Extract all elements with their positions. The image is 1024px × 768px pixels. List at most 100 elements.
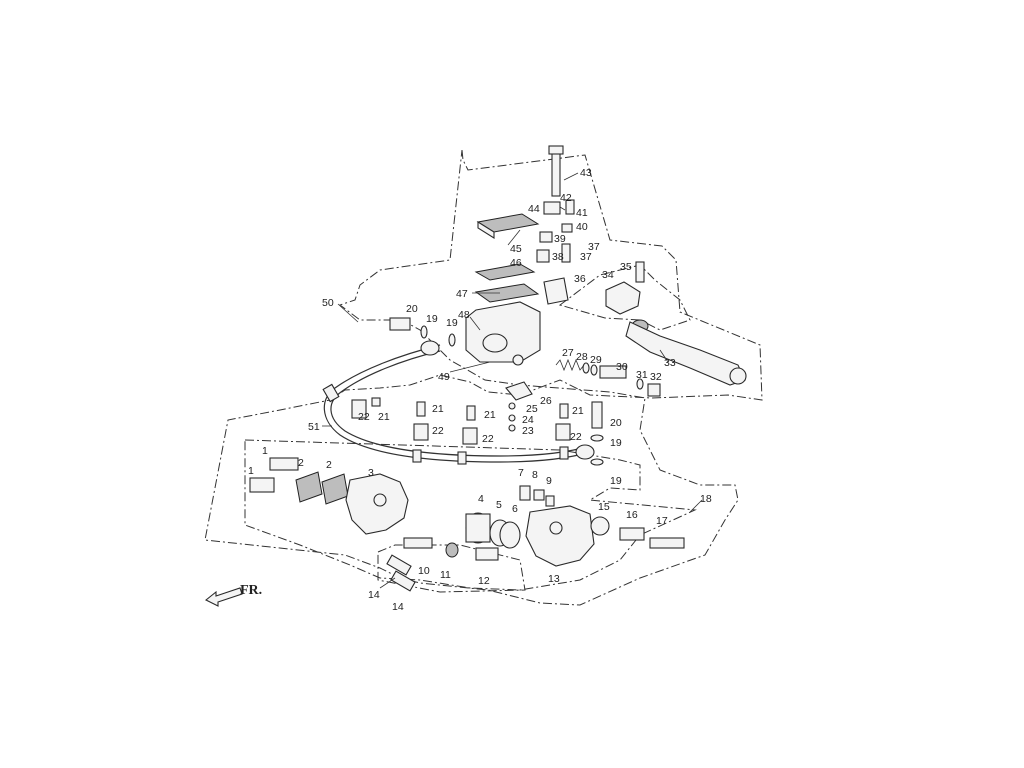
cap-22 [555, 423, 571, 441]
callout-30: 30 [616, 361, 628, 373]
callout-22: 22 [570, 431, 582, 443]
callout-2: 2 [326, 459, 332, 471]
callout-28: 28 [576, 351, 588, 363]
front-direction-arrow [204, 587, 243, 607]
spring-27 [555, 358, 585, 372]
callout-14: 14 [392, 601, 404, 613]
callout-2: 2 [298, 457, 304, 469]
part-40 [561, 223, 573, 233]
bleeder-7 [519, 485, 531, 501]
callout-48: 48 [458, 309, 470, 321]
callout-14: 14 [368, 589, 380, 601]
callout-15: 15 [598, 501, 610, 513]
callout-23: 23 [522, 425, 534, 437]
bleed-screw-21 [559, 403, 569, 419]
callout-22: 22 [358, 411, 370, 423]
callout-13: 13 [548, 573, 560, 585]
callout-22: 22 [482, 433, 494, 445]
callout-24: 24 [522, 414, 534, 426]
callout-3: 3 [368, 467, 374, 479]
callout-40: 40 [576, 221, 588, 233]
callout-11: 11 [440, 569, 451, 581]
clip-31 [636, 378, 644, 390]
pin-12 [475, 547, 499, 561]
callout-22: 22 [432, 425, 444, 437]
leader-50 [337, 303, 359, 323]
boot-11 [445, 542, 459, 558]
front-direction-label: FR. [240, 583, 262, 598]
callout-21: 21 [432, 403, 444, 415]
hose-clamp [412, 449, 422, 463]
boundary-lever-group [558, 264, 691, 331]
part-38 [536, 249, 550, 263]
part-39 [539, 231, 553, 243]
callout-36: 36 [574, 273, 586, 285]
screw-35 [635, 261, 645, 283]
leader-43 [563, 172, 579, 181]
washer-28 [582, 362, 590, 374]
callout-18: 18 [700, 493, 712, 505]
hose-clamp [457, 451, 467, 465]
callout-9: 9 [546, 475, 552, 487]
banjo-bolt-20 [591, 401, 603, 429]
callout-5: 5 [496, 499, 502, 511]
hose-clamp [322, 383, 340, 403]
bolt-14 [386, 554, 412, 576]
lever-tip [729, 367, 747, 385]
boundary-group-18 [244, 439, 697, 591]
brake-pad-2 [321, 473, 349, 505]
caliper-body-13 [525, 505, 595, 567]
bleed-screw-21 [371, 397, 381, 407]
switch-42 [543, 201, 561, 215]
callout-17: 17 [656, 515, 668, 527]
callout-6: 6 [512, 503, 518, 515]
callout-35: 35 [620, 261, 632, 273]
callout-25: 25 [526, 403, 538, 415]
brake-pad-2 [295, 471, 323, 503]
callout-29: 29 [590, 354, 602, 366]
callout-20: 20 [406, 303, 418, 315]
callout-10: 10 [418, 565, 430, 577]
callout-51: 51 [308, 421, 320, 433]
bleed-screw-21 [466, 405, 476, 421]
hose-clamp [559, 446, 569, 460]
callout-42: 42 [560, 192, 572, 204]
callout-1: 1 [262, 445, 268, 457]
fitting-15 [590, 516, 610, 536]
caliper-bracket-hole [373, 493, 387, 507]
callout-26: 26 [540, 395, 552, 407]
callout-20: 20 [610, 417, 622, 429]
callout-39: 39 [554, 233, 566, 245]
callout-16: 16 [626, 509, 638, 521]
washer-19 [590, 458, 604, 466]
callout-19: 19 [610, 475, 622, 487]
callout-21: 21 [572, 405, 584, 417]
reservoir-cap-side [477, 221, 495, 239]
callout-27: 27 [562, 347, 574, 359]
callout-19: 19 [610, 437, 622, 449]
washer-19 [590, 434, 604, 442]
pad-clip-1 [249, 477, 275, 493]
switch-26 [505, 381, 533, 401]
washer-19 [420, 325, 428, 339]
screw-37 [561, 243, 571, 263]
lever-bracket-34 [605, 281, 641, 315]
part-25 [508, 402, 516, 410]
callout-41: 41 [576, 207, 588, 219]
pin-10 [403, 537, 433, 549]
callout-19: 19 [426, 313, 438, 325]
bolt-17 [649, 537, 685, 549]
callout-37: 37 [580, 251, 592, 263]
master-cylinder-port [512, 354, 524, 366]
seal-29 [590, 364, 598, 376]
callout-47: 47 [456, 288, 468, 300]
callout-44: 44 [528, 203, 540, 215]
callout-45: 45 [510, 243, 522, 255]
part-24 [508, 414, 516, 422]
seal-6 [499, 521, 521, 549]
cap-9 [545, 495, 555, 507]
leader-48 [469, 316, 481, 331]
callout-4: 4 [478, 493, 484, 505]
washer-19 [448, 333, 456, 347]
